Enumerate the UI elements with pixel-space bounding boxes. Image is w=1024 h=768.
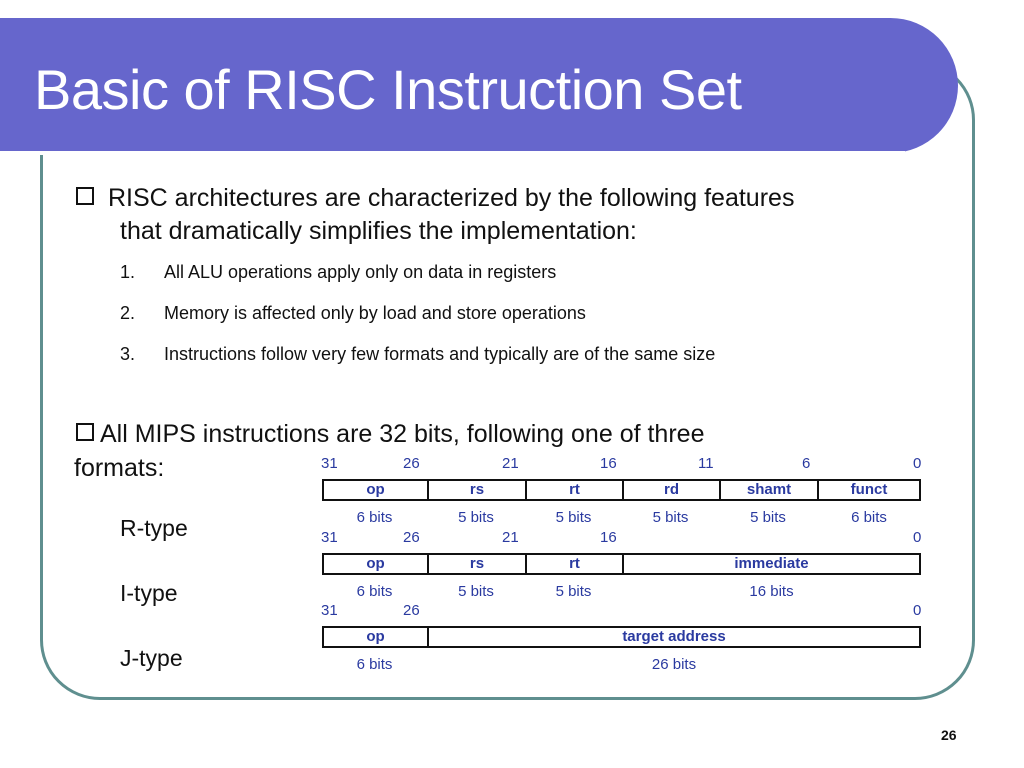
field-funct: funct bbox=[850, 481, 888, 498]
field-rs: rs bbox=[429, 555, 527, 573]
feature-text: Instructions follow very few formats and… bbox=[164, 344, 716, 364]
field-rd: rd bbox=[624, 481, 721, 499]
feature-number: 3. bbox=[120, 344, 136, 364]
bullet-risc-line1: RISC architectures are characterized by … bbox=[108, 184, 795, 212]
page-number: 26 bbox=[941, 727, 957, 743]
i-type-format-row: op rs rt immediate bbox=[322, 553, 921, 575]
slide-title: Basic of RISC Instruction Set bbox=[34, 58, 742, 121]
label-r-type: R-type bbox=[120, 515, 188, 541]
bit-width: 26 bits bbox=[651, 656, 697, 673]
bit-width: 5 bits bbox=[652, 509, 689, 526]
field-rt: rt bbox=[527, 555, 624, 573]
bit-position: 26 bbox=[403, 455, 420, 472]
bit-position: 6 bbox=[802, 455, 811, 472]
bit-position: 0 bbox=[913, 602, 922, 619]
bit-width: 5 bits bbox=[458, 583, 494, 600]
label-j-type: J-type bbox=[120, 645, 183, 671]
bullet-mips-formats: All MIPS instructions are 32 bits, follo… bbox=[76, 418, 704, 451]
field-op: op bbox=[324, 481, 429, 499]
bullet-mips-line2: formats: bbox=[74, 454, 165, 482]
field-rt: rt bbox=[527, 481, 624, 499]
bit-position: 21 bbox=[502, 529, 519, 546]
feature-number: 1. bbox=[120, 262, 136, 282]
bit-width: 16 bits bbox=[749, 583, 794, 600]
bit-position: 26 bbox=[403, 529, 420, 546]
bit-width: 5 bits bbox=[458, 509, 494, 526]
bullet-risc-line2: that dramatically simplifies the impleme… bbox=[120, 217, 637, 245]
bit-position: 16 bbox=[600, 529, 617, 546]
bit-width: 6 bits bbox=[356, 509, 393, 526]
square-bullet-icon bbox=[76, 423, 94, 441]
bit-position: 11 bbox=[698, 455, 714, 472]
feature-text: All ALU operations apply only on data in… bbox=[164, 262, 557, 282]
field-immediate: immediate bbox=[734, 555, 809, 572]
field-op: op bbox=[324, 555, 429, 573]
bit-position: 31 bbox=[321, 455, 338, 472]
bullet-risc-features: RISC architectures are characterized by … bbox=[76, 182, 794, 248]
label-i-type: I-type bbox=[120, 580, 178, 606]
content-frame bbox=[40, 60, 975, 700]
feature-number: 2. bbox=[120, 303, 136, 323]
feature-item-3: 3. Instructions follow very few formats a… bbox=[120, 343, 715, 365]
bit-position: 26 bbox=[403, 602, 420, 619]
square-bullet-icon bbox=[76, 187, 94, 205]
bit-position: 0 bbox=[913, 455, 922, 472]
bit-position: 16 bbox=[600, 455, 617, 472]
field-rs: rs bbox=[429, 481, 527, 499]
bit-width: 5 bits bbox=[750, 509, 786, 526]
field-target-address: target address bbox=[622, 628, 726, 645]
j-type-format-row: op target address bbox=[322, 626, 921, 648]
bullet-mips-line1: All MIPS instructions are 32 bits, follo… bbox=[100, 420, 705, 448]
feature-item-2: 2. Memory is affected only by load and st… bbox=[120, 302, 586, 324]
feature-item-1: 1. All ALU operations apply only on data … bbox=[120, 261, 556, 283]
feature-text: Memory is affected only by load and stor… bbox=[164, 303, 586, 323]
bit-width: 6 bits bbox=[356, 656, 393, 673]
bit-position: 21 bbox=[502, 455, 519, 472]
bit-width: 5 bits bbox=[555, 509, 592, 526]
field-op: op bbox=[324, 628, 429, 646]
bullet-mips-line2-wrap: formats: bbox=[74, 452, 164, 485]
bit-width: 5 bits bbox=[555, 583, 592, 600]
bit-position: 31 bbox=[321, 602, 338, 619]
bit-position: 0 bbox=[913, 529, 922, 546]
title-bar: Basic of RISC Instruction Set bbox=[0, 18, 958, 155]
r-type-format-row: op rs rt rd shamt funct bbox=[322, 479, 921, 501]
title-underline bbox=[0, 151, 905, 155]
field-shamt: shamt bbox=[721, 481, 819, 499]
bit-position: 31 bbox=[321, 529, 338, 546]
bit-width: 6 bits bbox=[851, 509, 887, 526]
bit-width: 6 bits bbox=[356, 583, 393, 600]
